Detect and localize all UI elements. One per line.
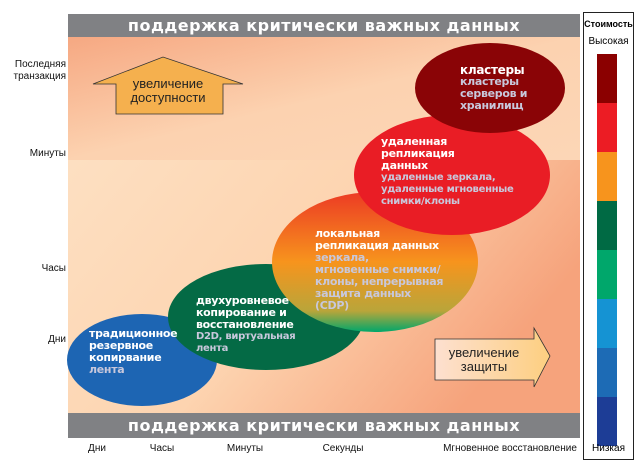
legend-swatch xyxy=(597,397,617,446)
legend-swatch xyxy=(597,103,617,152)
ellipse-title: двухуровневое копирование и восстановлен… xyxy=(196,294,294,331)
availability-arrow-label: увеличение доступности xyxy=(130,76,206,105)
x-label-instant-recovery: Мгновенное восстановление xyxy=(443,443,577,454)
legend-swatch xyxy=(597,250,617,299)
y-label-last-transaction: Последняя транзакция xyxy=(13,59,66,82)
ellipse-clusters-text: кластеры кластеры серверов и хранилищ xyxy=(460,64,530,112)
x-label-days: Дни xyxy=(88,443,106,454)
legend-title: Стоимость xyxy=(584,19,633,29)
protection-arrow-label: увеличение защиты xyxy=(448,345,520,374)
legend-swatch xyxy=(597,54,617,103)
ellipse-title: локальная репликация данных xyxy=(315,227,439,252)
ellipse-remote-replication xyxy=(354,115,550,235)
y-label-days: Дни xyxy=(48,334,66,345)
legend-low-label: Низкая xyxy=(592,443,625,454)
ellipse-clusters xyxy=(415,43,565,133)
ellipse-two-tier-backup-text: двухуровневое копирование и восстановлен… xyxy=(196,295,321,355)
ellipse-subtitle: лента xyxy=(89,363,125,376)
legend-high-label: Высокая xyxy=(588,36,629,47)
x-label-minutes: Минуты xyxy=(226,443,264,454)
ellipse-subtitle: кластеры серверов и хранилищ xyxy=(460,75,528,112)
cost-legend: Стоимость Высокая Низкая xyxy=(583,12,634,460)
banner-bottom: поддержка критически важных данных xyxy=(68,413,580,438)
ellipse-traditional-backup-text: традиционное резервное копирвание лента xyxy=(89,327,178,376)
y-label-hours: Часы xyxy=(41,263,66,274)
ellipse-subtitle: D2D, виртуальная лента xyxy=(196,331,296,354)
ellipse-title: кластеры xyxy=(460,63,525,77)
x-label-hours: Часы xyxy=(149,443,175,454)
legend-swatch xyxy=(597,152,617,201)
y-label-minutes: Минуты xyxy=(29,148,66,159)
ellipse-subtitle: зеркала, мгновенные снимки/клоны, непрер… xyxy=(315,251,444,312)
ellipse-title: традиционное резервное копирвание xyxy=(89,327,178,364)
protection-arrow-shape xyxy=(434,326,551,388)
availability-arrow-shape xyxy=(92,56,244,115)
legend-swatch xyxy=(597,348,617,397)
ellipse-local-replication-text: локальная репликация данных зеркала, мгн… xyxy=(315,228,445,312)
banner-top: поддержка критически важных данных xyxy=(68,14,580,37)
ellipse-subtitle: удаленные зеркала, удаленные мгновенные … xyxy=(381,172,514,207)
legend-swatch xyxy=(597,201,617,250)
ellipse-title: удаленная репликация данных xyxy=(381,135,455,172)
legend-swatch xyxy=(597,299,617,348)
x-label-seconds: Секунды xyxy=(322,443,364,454)
ellipse-remote-replication-text: удаленная репликация данных удаленные зе… xyxy=(381,136,541,208)
